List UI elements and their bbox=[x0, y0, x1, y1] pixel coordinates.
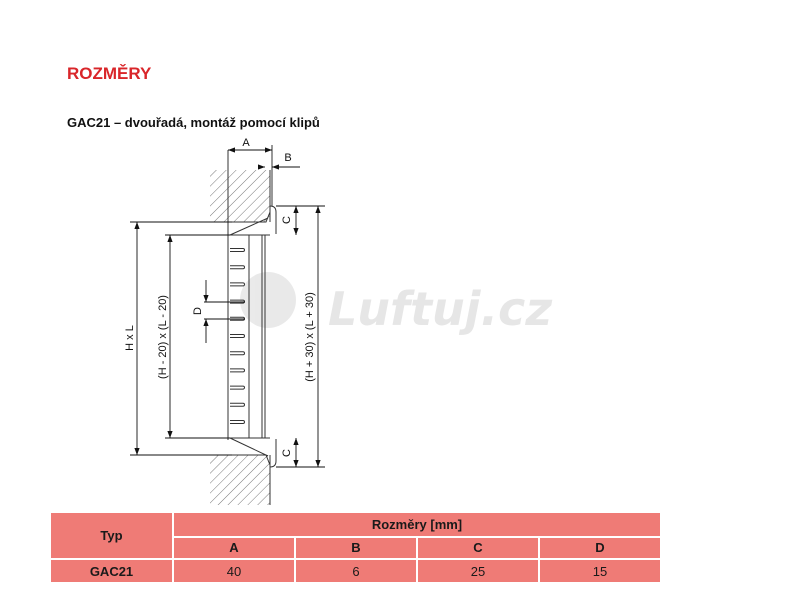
wall-top bbox=[210, 170, 270, 222]
dimensions-table: Typ Rozměry [mm] A B C D GAC21 40 6 25 1… bbox=[49, 511, 662, 584]
grille-slat bbox=[230, 282, 245, 287]
label-c-top: C bbox=[281, 216, 293, 224]
group-header: Rozměry [mm] bbox=[174, 513, 660, 536]
wall-bottom bbox=[210, 455, 270, 505]
label-inner: (H - 20) x (L - 20) bbox=[157, 295, 169, 379]
typ-header: Typ bbox=[51, 513, 172, 558]
grille-slat bbox=[230, 248, 245, 252]
watermark-text: Luftuj.cz bbox=[328, 282, 552, 336]
table-row: GAC21 40 6 25 15 bbox=[51, 560, 660, 582]
grille-slat bbox=[230, 420, 245, 424]
grille-profile bbox=[227, 145, 277, 468]
col-header-d: D bbox=[540, 537, 660, 558]
watermark-logo: Luftuj.cz bbox=[240, 272, 552, 336]
cell-b: 6 bbox=[296, 560, 416, 582]
grille-slat bbox=[230, 368, 245, 373]
col-header-a: A bbox=[174, 537, 294, 558]
cell-a: 40 bbox=[174, 560, 294, 582]
cell-d: 15 bbox=[540, 560, 660, 582]
grille-slat bbox=[230, 334, 245, 338]
grille-slat bbox=[230, 265, 245, 270]
label-c-bottom: C bbox=[281, 449, 293, 457]
grille-slat bbox=[230, 385, 245, 390]
grille-slat bbox=[230, 402, 245, 407]
label-d: D bbox=[192, 307, 204, 315]
col-header-b: B bbox=[296, 537, 416, 558]
product-subtitle: GAC21 – dvouřadá, montáž pomocí klipů bbox=[67, 115, 320, 130]
label-a: A bbox=[242, 137, 250, 149]
grille-slat bbox=[230, 351, 245, 356]
page-title: ROZMĚRY bbox=[67, 64, 152, 83]
cell-c: 25 bbox=[418, 560, 538, 582]
grille-slats bbox=[230, 248, 245, 424]
cell-typ: GAC21 bbox=[51, 560, 172, 582]
label-outer: (H + 30) x (L + 30) bbox=[304, 292, 316, 381]
label-hxl: H x L bbox=[124, 325, 136, 351]
col-header-c: C bbox=[418, 537, 538, 558]
label-b: B bbox=[284, 152, 291, 164]
